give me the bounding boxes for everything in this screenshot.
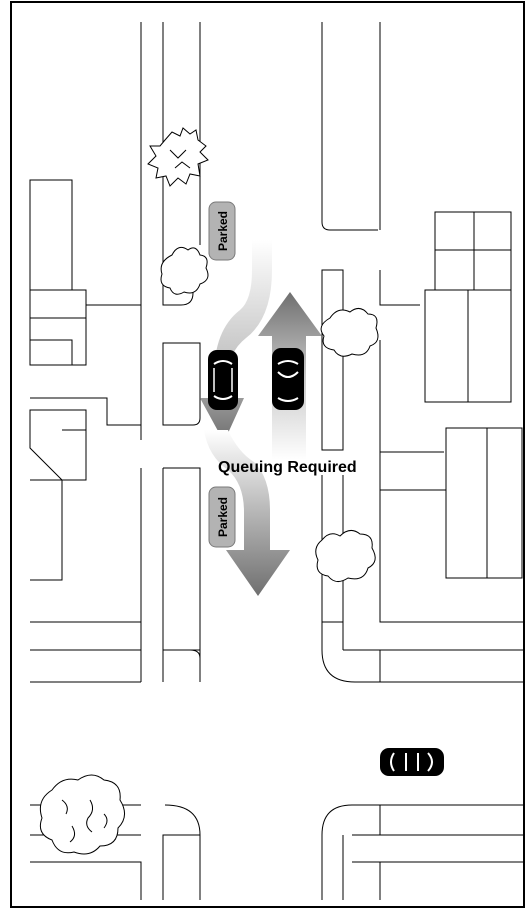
frame — [10, 1, 525, 908]
street-lines — [30, 22, 524, 900]
arrow-southbound — [200, 240, 272, 442]
tree-right — [320, 308, 379, 357]
tree-mid-left — [160, 246, 209, 295]
parked-car-top: Parked — [208, 201, 236, 261]
tree-lower-right — [315, 530, 376, 582]
car-southbound — [208, 350, 238, 410]
parked-label-top: Parked — [216, 211, 230, 251]
diagram-caption: Queuing Required — [218, 459, 357, 476]
arrow-southbound-lower — [204, 430, 290, 596]
car-northbound — [272, 348, 304, 410]
car-eastbound — [380, 748, 444, 776]
parked-car-lower: Parked — [208, 486, 236, 548]
tree-bottom-left — [39, 774, 125, 855]
parked-label-lower: Parked — [216, 497, 230, 537]
buildings — [29, 179, 523, 581]
tree-top — [147, 127, 209, 187]
